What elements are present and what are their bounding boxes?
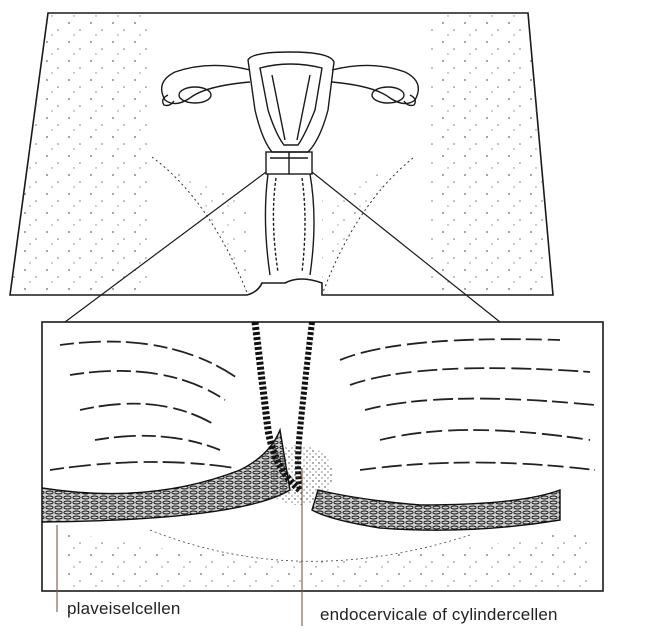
label-endocervicale-cylindercellen: endocervicale of cylindercellen — [320, 605, 558, 625]
transformation-zone-stipple — [263, 445, 333, 505]
label-plaveiselcellen: plaveiselcellen — [67, 599, 181, 619]
zoom-inset — [42, 322, 603, 591]
overview-panel — [10, 13, 553, 322]
